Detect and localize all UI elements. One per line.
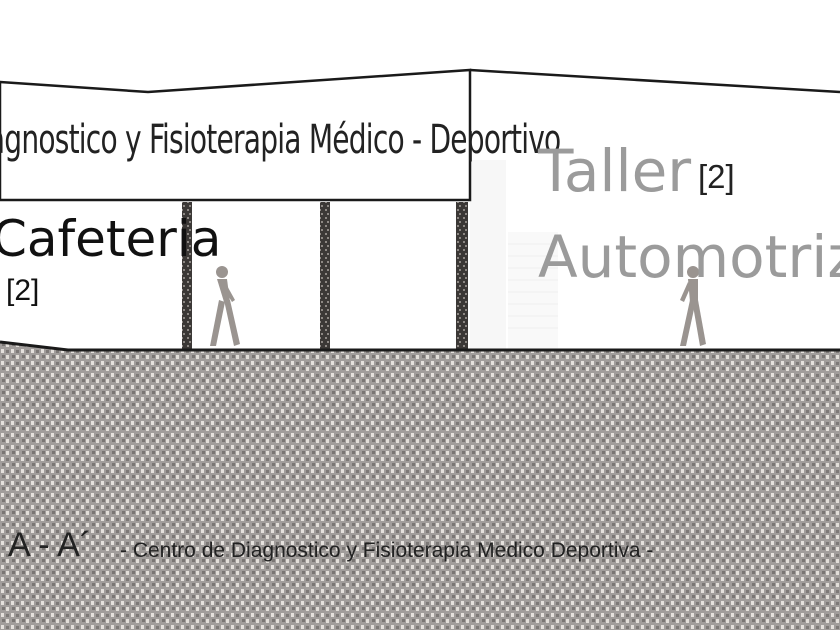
column xyxy=(320,202,330,350)
workshop-roof-line xyxy=(469,68,840,94)
banner-title: Diagnostico y Fisioterapia Médico - Depo… xyxy=(0,117,561,163)
column xyxy=(182,202,192,350)
section-description: - Centro de Diagnostico y Fisioterapia M… xyxy=(120,539,654,562)
person-walking-icon xyxy=(210,266,240,346)
cafeteria-tag: [2] xyxy=(6,274,40,307)
column xyxy=(456,202,468,350)
background-building xyxy=(470,160,558,350)
taller-label: Taller xyxy=(538,137,692,205)
person-walking-icon xyxy=(680,266,706,346)
section-mark: A - A´ xyxy=(8,526,92,564)
automotriz-label: Automotriz xyxy=(538,223,840,291)
taller-tag: [2] xyxy=(698,158,735,195)
ground-line xyxy=(0,340,840,352)
roof-banner xyxy=(0,68,472,202)
cafeteria-label: Cafeteria xyxy=(0,210,222,268)
ground-section xyxy=(0,342,840,630)
